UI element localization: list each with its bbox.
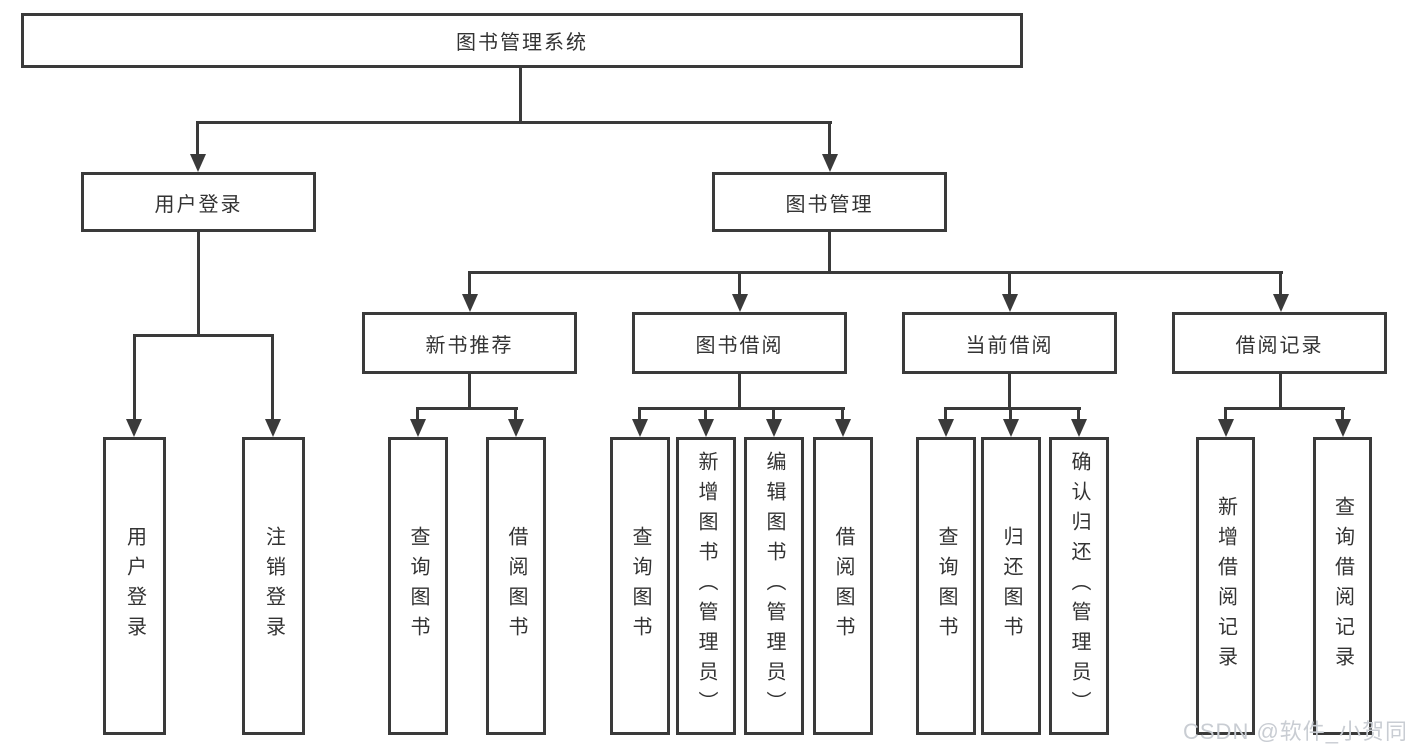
leaf-label: 新增借阅记录: [1214, 496, 1237, 676]
connector-line: [271, 334, 274, 421]
leaf-add-borrow-record: 新增借阅记录: [1196, 437, 1255, 735]
leaf-add-books-admin: 新增图书（管理员）: [676, 437, 736, 735]
node-current-borrowing: 当前借阅: [902, 312, 1117, 374]
leaf-confirm-return-admin: 确认归还（管理员）: [1049, 437, 1109, 735]
leaf-label: 新增图书（管理员）: [695, 451, 717, 721]
connector-line: [196, 121, 199, 157]
node-label: 当前借阅: [965, 334, 1054, 357]
node-borrowing-records: 借阅记录: [1172, 312, 1387, 374]
arrowhead-icon: [1273, 294, 1289, 312]
node-label: 图书管理: [785, 193, 874, 216]
arrowhead-icon: [1002, 294, 1018, 312]
leaf-label: 查询图书: [935, 526, 957, 646]
node-user-login: 用户登录: [81, 172, 316, 232]
connector-line: [196, 121, 832, 124]
connector-line: [828, 232, 831, 274]
connector-line: [468, 271, 471, 297]
arrowhead-icon: [1071, 419, 1087, 437]
node-label: 借阅记录: [1235, 334, 1324, 357]
connector-line: [197, 232, 200, 337]
connector-line: [519, 68, 522, 123]
csdn-watermark: CSDN @软件_小贺同学: [1183, 719, 1405, 744]
node-library-management-system: 图书管理系统: [21, 13, 1023, 68]
node-label: 图书借阅: [695, 334, 784, 357]
connector-line: [738, 374, 741, 409]
connector-line: [944, 407, 947, 421]
connector-line: [1341, 407, 1344, 421]
arrowhead-icon: [410, 419, 426, 437]
arrowhead-icon: [1335, 419, 1351, 437]
connector-line: [416, 407, 419, 421]
arrowhead-icon: [265, 419, 281, 437]
node-book-borrowing: 图书借阅: [632, 312, 847, 374]
leaf-query-books-recommend: 查询图书: [388, 437, 448, 735]
connector-line: [841, 407, 844, 421]
node-book-management: 图书管理: [712, 172, 947, 232]
leaf-query-books-borrowing: 查询图书: [610, 437, 670, 735]
leaf-label: 查询图书: [629, 526, 651, 646]
leaf-logout: 注销登录: [242, 437, 305, 735]
connector-line: [1077, 407, 1080, 421]
leaf-label: 用户登录: [123, 526, 146, 646]
leaf-edit-books-admin: 编辑图书（管理员）: [744, 437, 804, 735]
node-label: 新书推荐: [425, 334, 514, 357]
connector-line: [133, 334, 274, 337]
connector-line: [1008, 271, 1011, 297]
arrowhead-icon: [938, 419, 954, 437]
arrowhead-icon: [732, 294, 748, 312]
arrowhead-icon: [632, 419, 648, 437]
connector-line: [1009, 407, 1012, 421]
leaf-borrow-books-recommend: 借阅图书: [486, 437, 546, 735]
connector-line: [468, 374, 471, 409]
arrowhead-icon: [508, 419, 524, 437]
leaf-label: 查询图书: [407, 526, 429, 646]
arrowhead-icon: [462, 294, 478, 312]
connector-line: [1224, 407, 1227, 421]
connector-line: [944, 407, 1081, 410]
connector-line: [704, 407, 707, 421]
connector-line: [738, 271, 741, 297]
leaf-user-login: 用户登录: [103, 437, 166, 735]
connector-line: [638, 407, 641, 421]
leaf-label: 借阅图书: [832, 526, 854, 646]
connector-line: [772, 407, 775, 421]
arrowhead-icon: [190, 154, 206, 172]
arrowhead-icon: [835, 419, 851, 437]
leaf-label: 借阅图书: [505, 526, 527, 646]
arrowhead-icon: [766, 419, 782, 437]
connector-line: [133, 334, 136, 421]
leaf-label: 归还图书: [1000, 526, 1022, 646]
leaf-label: 确认归还（管理员）: [1068, 451, 1090, 721]
connector-line: [514, 407, 517, 421]
arrowhead-icon: [126, 419, 142, 437]
connector-line: [468, 271, 1283, 274]
leaf-return-books: 归还图书: [981, 437, 1041, 735]
leaf-borrow-books-borrowing: 借阅图书: [813, 437, 873, 735]
node-label: 用户登录: [154, 193, 243, 216]
arrowhead-icon: [1003, 419, 1019, 437]
connector-line: [1279, 271, 1282, 297]
leaf-query-books-current: 查询图书: [916, 437, 976, 735]
connector-line: [638, 407, 845, 410]
arrowhead-icon: [822, 154, 838, 172]
arrowhead-icon: [1218, 419, 1234, 437]
leaf-label: 注销登录: [262, 526, 285, 646]
node-label: 图书管理系统: [456, 32, 588, 54]
leaf-query-borrow-record: 查询借阅记录: [1313, 437, 1372, 735]
leaf-label: 查询借阅记录: [1331, 496, 1354, 676]
node-new-book-recommendation: 新书推荐: [362, 312, 577, 374]
connector-line: [1224, 407, 1345, 410]
connector-line: [416, 407, 518, 410]
leaf-label: 编辑图书（管理员）: [763, 451, 785, 721]
connector-line: [1008, 374, 1011, 409]
connector-line: [828, 121, 831, 157]
connector-line: [1279, 374, 1282, 409]
arrowhead-icon: [698, 419, 714, 437]
